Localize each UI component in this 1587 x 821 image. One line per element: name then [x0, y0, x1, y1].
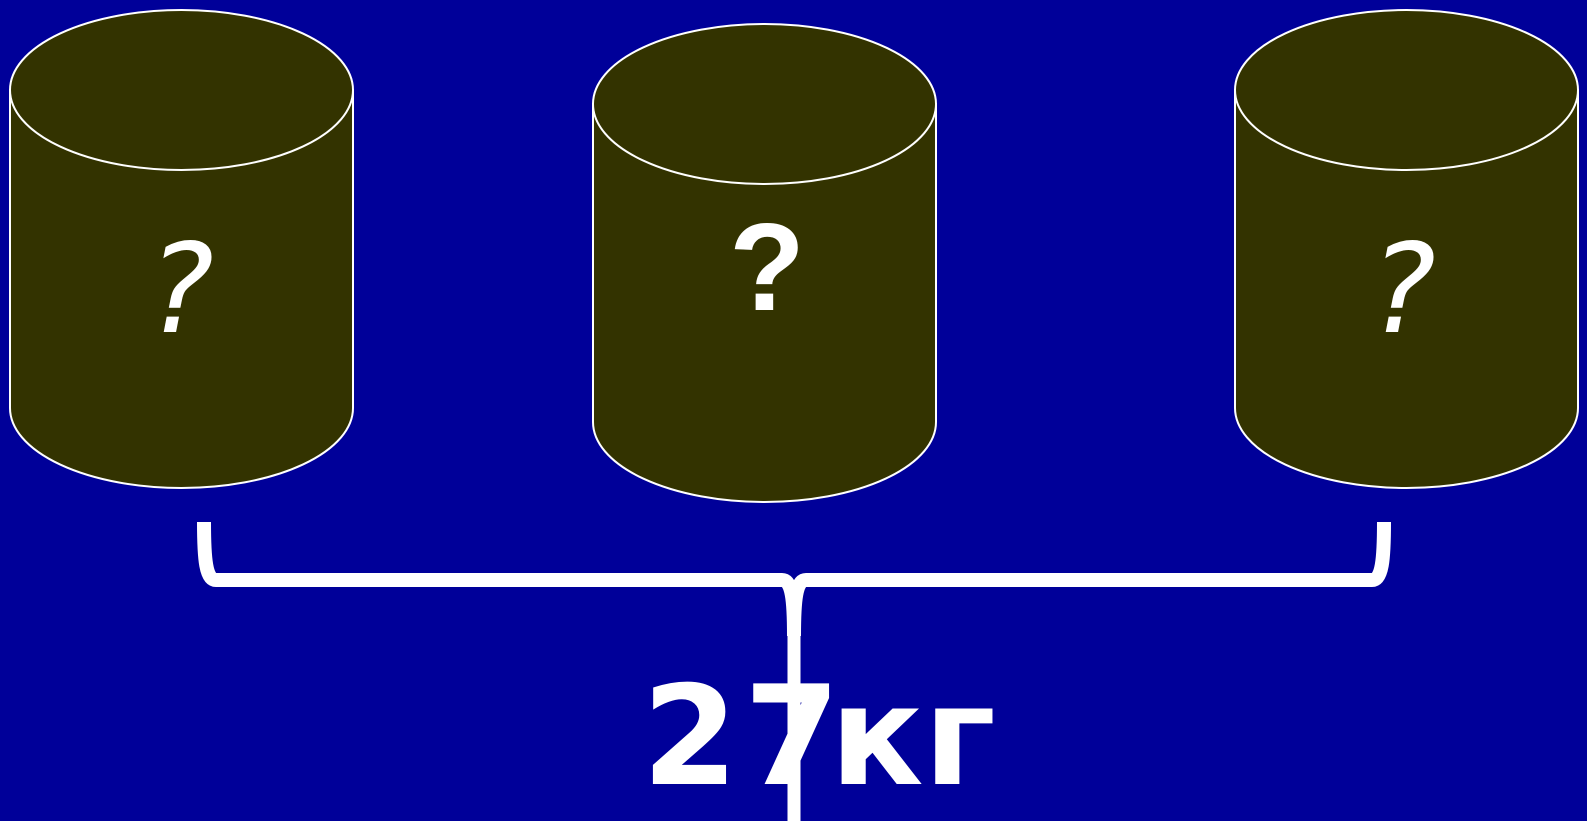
barrel-2-body — [592, 103, 937, 503]
barrel-2 — [592, 23, 937, 503]
barrel-3-lid — [1234, 9, 1579, 171]
total-weight-value: 27 — [642, 656, 847, 817]
barrel-1-body — [9, 89, 354, 489]
barrel-3 — [1234, 9, 1579, 489]
barrel-1 — [9, 9, 354, 489]
barrel-3-unknown-label: ? — [1370, 218, 1436, 362]
sum-brace — [197, 521, 1391, 637]
barrel-2-unknown-label: ? — [729, 199, 805, 337]
barrel-2-lid — [592, 23, 937, 185]
barrel-1-unknown-label: ? — [148, 218, 214, 362]
barrel-1-lid — [9, 9, 354, 171]
total-weight-unit: кг — [830, 656, 996, 817]
barrel-3-body — [1234, 89, 1579, 489]
